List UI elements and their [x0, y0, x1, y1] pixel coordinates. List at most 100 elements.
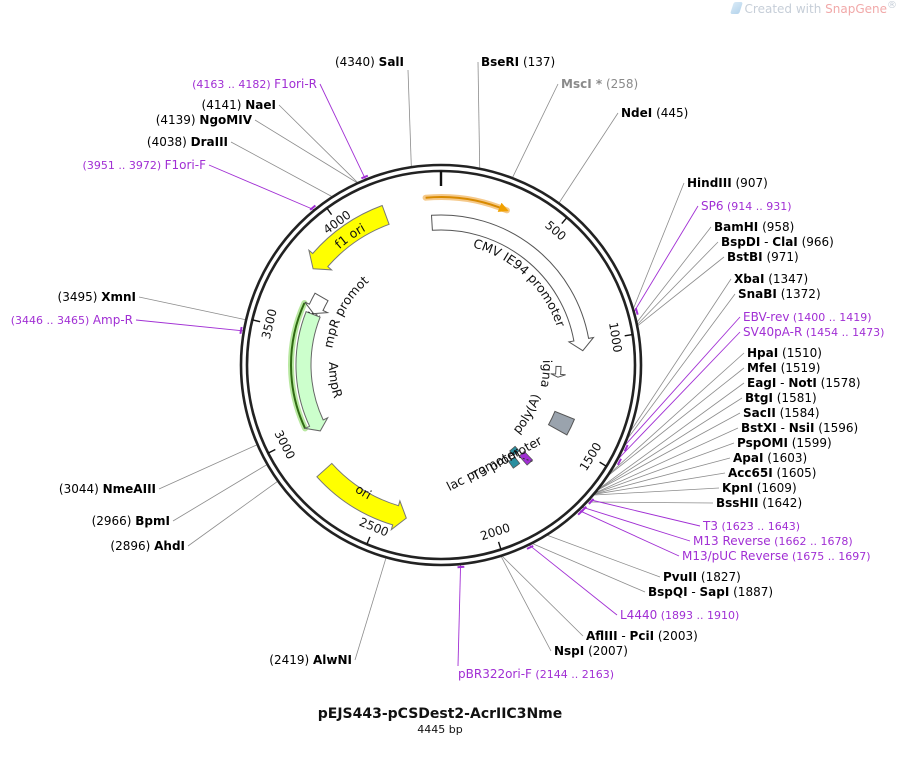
enzyme-label-part: PciI — [630, 629, 655, 643]
primer-label-part: (2144 .. 2163) — [532, 668, 614, 681]
ampr-text: AmpR — [326, 362, 346, 400]
enzyme-label-part: NotI — [788, 376, 817, 390]
enzyme-label: AflIII - PciI (2003) — [586, 629, 698, 643]
enzyme-leader-line — [512, 83, 559, 178]
enzyme-label-part: (3495) — [58, 290, 102, 304]
primer-label-part: (1675 .. 1697) — [789, 550, 871, 563]
t3-promoter-block — [518, 450, 534, 466]
enzyme-leader-line — [354, 558, 387, 661]
enzyme-leader-line — [477, 61, 481, 168]
enzyme-label-part: ClaI — [772, 235, 797, 249]
enzyme-label-part: (1581) — [773, 391, 817, 405]
enzyme-label-part: EagI — [747, 376, 776, 390]
tick-mark-4000 — [326, 207, 333, 216]
lac-promoter-block — [508, 456, 521, 469]
primer-label-part: (1400 .. 1419) — [789, 311, 871, 324]
enzyme-label: MfeI (1519) — [747, 361, 820, 375]
primer-label-part: T3 — [702, 519, 718, 533]
enzyme-label-part: (2007) — [584, 644, 628, 658]
enzyme-label-part: PspOMI — [737, 436, 788, 450]
primer-label-part: (3951 .. 3972) — [83, 159, 165, 172]
primer-leader-line — [616, 331, 741, 461]
ori-arrow — [316, 462, 407, 532]
primer-label-part: (3446 .. 3465) — [11, 314, 93, 327]
enzyme-leader-line — [158, 444, 257, 490]
enzyme-label-part: BseRI — [481, 55, 519, 69]
enzyme-label-part: NaeI — [245, 98, 276, 112]
enzyme-label-part: (1596) — [814, 421, 858, 435]
enzyme-leader-line — [595, 442, 735, 494]
enzyme-label-part: BspQI — [648, 585, 688, 599]
tick-label: 3000 — [271, 428, 297, 462]
primer-label-part: L4440 — [620, 608, 657, 622]
primer-site-mark — [577, 509, 584, 516]
enzyme-label-part: Acc65I — [728, 466, 773, 480]
enzyme-leader-line — [636, 226, 712, 323]
primer-site-mark — [526, 544, 534, 550]
enzyme-label-part: PvuII — [663, 570, 697, 584]
cmv-promoter-arrow — [430, 214, 595, 352]
enzyme-leader-line — [598, 412, 741, 490]
enzyme-label: NdeI (445) — [621, 106, 688, 120]
primer-label: M13/pUC Reverse (1675 .. 1697) — [682, 549, 871, 563]
enzyme-leader-line — [628, 293, 736, 438]
enzyme-label: (4340) SalI — [335, 55, 404, 69]
enzyme-label: MscI * (258) — [561, 77, 638, 91]
tick-mark-500 — [561, 217, 568, 225]
ori-text: ori — [353, 481, 374, 502]
watermark-mark: ® — [887, 0, 897, 11]
ampr-label: AmpR — [326, 362, 346, 400]
primer-site-mark — [634, 307, 639, 315]
enzyme-label-part: NsiI — [789, 421, 815, 435]
primer-site-mark — [623, 444, 629, 452]
primer-label-part: M13 Reverse — [693, 534, 771, 548]
enzyme-label-part: AflIII — [586, 629, 618, 643]
f1-ori-arrow — [308, 204, 390, 271]
primer-leader-line — [135, 319, 244, 332]
enzyme-leader-line — [532, 543, 646, 593]
primer-label-part: F1ori-R — [274, 77, 317, 91]
primer-label: (4163 .. 4182) F1ori-R — [192, 77, 317, 91]
enzyme-label-part: BssHII — [716, 496, 758, 510]
enzyme-label-part: SacII — [743, 406, 776, 420]
enzyme-label: BssHII (1642) — [716, 496, 802, 510]
primer-site-mark — [309, 204, 317, 211]
sv40-polya-block — [547, 410, 576, 436]
enzyme-label-part: AhdI — [154, 539, 185, 553]
primer-label-part: (1454 .. 1473) — [802, 326, 884, 339]
signal-arrow — [550, 365, 566, 378]
primer-label-part: Amp-R — [93, 313, 133, 327]
primer-label-part: EBV-rev — [743, 310, 789, 324]
enzyme-label-part: XbaI — [734, 272, 764, 286]
enzyme-leader-line — [187, 481, 278, 547]
ampr-arrow — [295, 311, 329, 432]
primer-label-part: (1662 .. 1678) — [771, 535, 853, 548]
primer-label-part: F1ori-F — [165, 158, 206, 172]
tick-mark-1500 — [599, 461, 607, 467]
enzyme-label: HindIII (907) — [687, 176, 768, 190]
enzyme-label-part: BpmI — [135, 514, 170, 528]
enzyme-label-part: (4139) — [156, 113, 200, 127]
enzyme-label: (3495) XmnI — [58, 290, 136, 304]
tick-label: 500 — [542, 218, 569, 244]
primer-label: M13 Reverse (1662 .. 1678) — [693, 534, 853, 548]
enzyme-label-part: (1605) — [773, 466, 817, 480]
enzyme-label: SnaBI (1372) — [738, 287, 821, 301]
enzyme-label-part: MfeI — [747, 361, 777, 375]
primer-label-part: (914 .. 931) — [724, 200, 792, 213]
enzyme-label-part: (1609) — [753, 481, 797, 495]
enzyme-label: EagI - NotI (1578) — [747, 376, 861, 390]
primer-label: (3951 .. 3972) F1ori-F — [83, 158, 207, 172]
enzyme-label: ApaI (1603) — [733, 451, 807, 465]
enzyme-label-part: (2896) — [110, 539, 154, 553]
enzyme-label-part: (1827) — [697, 570, 741, 584]
enzyme-label-part: DraIII — [191, 135, 228, 149]
primer-leader-line — [457, 563, 462, 667]
enzyme-label-part: (2419) — [269, 653, 313, 667]
enzyme-label-part: KpnI — [722, 481, 753, 495]
enzyme-label-part: BamHI — [714, 220, 758, 234]
enzyme-label-part: NdeI — [621, 106, 652, 120]
primer-site-mark — [239, 326, 243, 334]
enzyme-label: BamHI (958) — [714, 220, 794, 234]
